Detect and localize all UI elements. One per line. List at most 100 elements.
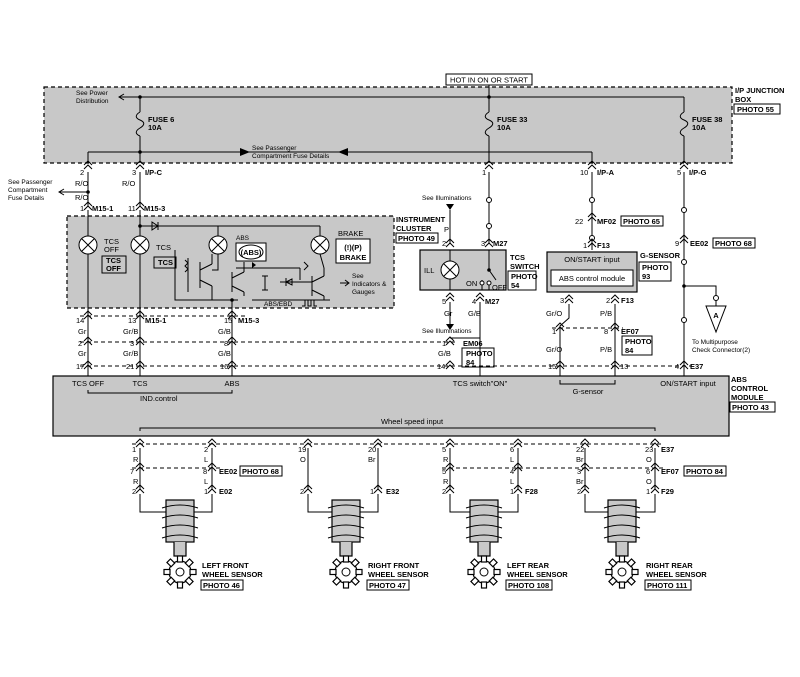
wire-r-lr-2: R (443, 477, 449, 486)
pin-m27-4: 4 (472, 297, 476, 306)
power-dist-note: See Power (76, 90, 109, 97)
lr-tone-wheel-icon (467, 555, 501, 589)
connector-m15-1: M15-1 (145, 316, 166, 325)
pin-ef07-4: 4 (510, 467, 514, 476)
abs-pin-g-sensor: G-sensor (573, 387, 604, 396)
pin-11-m15-3: 11 (128, 204, 136, 213)
abs-module-label-2: CONTROL (731, 384, 768, 393)
rf-sensor-label: RIGHT FRONT (368, 561, 420, 570)
pin-e37-22: 22 (576, 445, 584, 454)
pin-ee02-7: 7 (130, 467, 134, 476)
lf-sensor-label: LEFT FRONT (202, 561, 249, 570)
pin-14-m15-1: 14 (76, 316, 84, 325)
wire-ro-mid: R/O (122, 179, 136, 188)
instrument-cluster: INSTRUMENT CLUSTER PHOTO 49 TCS OFF TCS … (66, 210, 446, 320)
pin-em06-2: 2 (78, 339, 82, 348)
fuse-details-note: See Passenger (252, 145, 297, 152)
cluster-label: INSTRUMENT (396, 215, 446, 224)
wire-grb-2: Gr/B (123, 349, 138, 358)
multipurpose-note: To Multipurpose (692, 339, 738, 346)
lf-sensor-coil-icon (165, 499, 195, 543)
wheel-sensors: LEFT FRONT WHEEL SENSOR PHOTO 46 RIGHT F… (139, 494, 707, 591)
pin-ee02-9: 9 (675, 239, 679, 248)
connector-e32: E32 (386, 487, 399, 496)
pin-f13-1: 1 (583, 241, 587, 250)
pin-f29-2: 2 (577, 487, 581, 496)
connector-e37-bottom: E37 (661, 445, 674, 454)
rr-sensor-label-2: WHEEL SENSOR (646, 570, 707, 579)
tcs-indicator: TCS (158, 258, 173, 267)
pin-f13-3: 3 (560, 296, 564, 305)
wire-p: P (444, 225, 449, 234)
multipurpose-connector-icon (705, 305, 727, 334)
abs-pin-tcs-switch: TCS switch"ON" (453, 379, 508, 388)
connector-f28: F28 (525, 487, 538, 496)
fuse-details-note-2: Compartment Fuse Details (252, 153, 330, 160)
wire-gr-2: Gr (78, 349, 87, 358)
pin-em06-1: 1 (442, 339, 446, 348)
abs-ebd-label: ABS/EBD (264, 301, 292, 308)
wire-o-rf: O (300, 455, 306, 464)
pin-f13-2: 2 (606, 296, 610, 305)
wire-r-lr: R (443, 455, 449, 464)
cluster-label-2: CLUSTER (396, 224, 432, 233)
connector-f13: F13 (597, 241, 610, 250)
tcs-switch-photo-num: 54 (511, 281, 520, 290)
pin-1-m15-1: 1 (80, 204, 84, 213)
pin-ee02-8: 8 (203, 467, 207, 476)
abs-module-label: ABS (731, 375, 747, 384)
abs-label: ABS (236, 235, 250, 242)
g-sensor: 22 MF02 PHOTO 65 1 F13 ON/START input AB… (546, 172, 681, 378)
wire-ro-left-2: R/O (75, 193, 89, 202)
g-sensor-abs-module: ABS control module (559, 274, 625, 283)
ip-junction-box: I/P JUNCTION BOX PHOTO 55 See Power Dist… (43, 85, 784, 164)
g-sensor-photo-num: 93 (642, 272, 650, 281)
ind-control-label: IND.control (140, 394, 178, 403)
junction-box-photo: PHOTO 55 (737, 105, 774, 114)
em06-photo: PHOTO (466, 349, 493, 358)
fuse-6-rating: 10A (148, 123, 162, 132)
abs-control-module: ABS CONTROL MODULE PHOTO 43 TCS OFF TCS … (52, 375, 776, 437)
tcs-off-label: TCS (104, 237, 119, 246)
connector-m27-bottom: M27 (485, 297, 500, 306)
pin-m27-5: 5 (442, 297, 446, 306)
right-branch: 9 EE02 PHOTO 68 A To Multipurpose Check … (675, 172, 756, 378)
pin-em06-8: 8 (224, 339, 228, 348)
connector-m15-3-top: M15-3 (144, 204, 165, 213)
wire-br-rr-2: Br (576, 477, 584, 486)
pin-5-ipg: 5 (677, 168, 681, 177)
pin-1-fuse33: 1 (482, 168, 486, 177)
power-dist-note-2: Distribution (76, 98, 109, 105)
rf-sensor-label-2: WHEEL SENSOR (368, 570, 429, 579)
see-indicators: See (352, 273, 364, 280)
tcs-off-label-2: OFF (104, 245, 119, 254)
wire-r-lf-2: R (133, 477, 139, 486)
wire-gb-switch: G/B (468, 309, 481, 318)
pin-e37-16: 16 (220, 362, 228, 371)
switch-on-label: ON (466, 279, 477, 288)
wire-br-rf: Br (368, 455, 376, 464)
brake-indicator-symbol: (!)(P) (344, 243, 362, 252)
pin-15-m15-3: 15 (224, 316, 232, 325)
connector-ef07-top: EF07 (621, 327, 639, 336)
pin-10-ipa: 10 (580, 168, 588, 177)
connector-m27-top: M27 (493, 239, 508, 248)
tcs-off-indicator-2: OFF (106, 264, 121, 273)
wire-gr-1: Gr (78, 327, 87, 336)
left-fuse-details: See Passenger Compartment Fuse Details R… (8, 172, 165, 213)
left-details-1: See Passenger (8, 179, 53, 186)
fuse-38-label: FUSE 38 (692, 115, 722, 124)
cluster-bottom-connectors: 14 13 M15-1 15 M15-3 Gr Gr/B G/B 2 3 8 1… (76, 310, 703, 378)
wire-grb-1: Gr/B (123, 327, 138, 336)
right-front-wheel-sensor: RIGHT FRONT WHEEL SENSOR PHOTO 47 (307, 494, 429, 591)
pin-e32-2: 2 (300, 487, 304, 496)
ill-label: ILL (424, 266, 434, 275)
fuse-38-rating: 10A (692, 123, 706, 132)
connector-m15-3: M15-3 (238, 316, 259, 325)
tcs-switch: See Illuminations P 2 3 M27 ILL ON OFF T… (419, 172, 540, 378)
abs-module-label-3: MODULE (731, 393, 764, 402)
power-state-label: HOT IN ON OR START (450, 76, 528, 85)
pin-f28-2: 2 (442, 487, 446, 496)
